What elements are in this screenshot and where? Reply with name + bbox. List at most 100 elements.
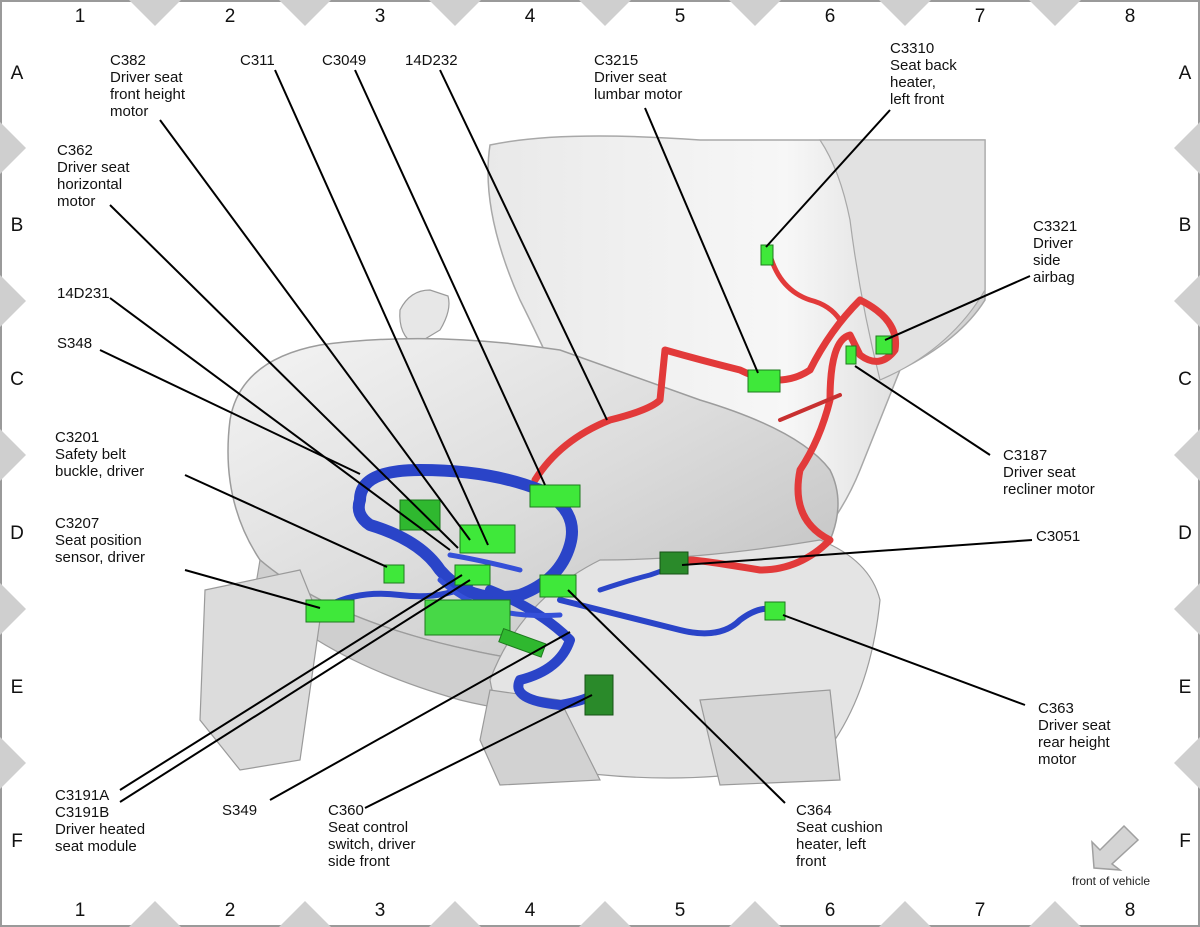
callout-line: C3321 — [1033, 218, 1077, 235]
callout-c3051: C3051 — [1036, 528, 1080, 545]
grid-column-label-bottom: 7 — [975, 900, 986, 921]
callout-line: Driver — [1033, 235, 1073, 252]
grid-column-label-bottom: 1 — [75, 900, 86, 921]
seat-rail-right — [479, 689, 601, 786]
belt-buckle-stalk — [399, 289, 450, 346]
leader-14d231 — [109, 297, 451, 551]
border-diamond-bottom — [129, 901, 181, 927]
border-diamond-bottom — [279, 901, 331, 927]
callout-line: C3049 — [322, 52, 366, 69]
connector-s349-bundle — [498, 627, 547, 658]
grid-column-label-top: 5 — [675, 6, 686, 27]
connector-c3310 — [760, 244, 774, 266]
harness-red-main — [531, 296, 900, 574]
grid-column-label-top: 7 — [975, 6, 986, 27]
callout-line: C360 — [328, 802, 364, 819]
grid-row-label-left: A — [11, 63, 24, 84]
callout-line: left front — [890, 91, 945, 108]
callout-line: motor — [1038, 751, 1076, 768]
callout-c311: C311 — [240, 52, 275, 69]
leader-lines — [99, 69, 1033, 809]
callout-line: seat module — [55, 838, 137, 855]
callout-line: front — [796, 853, 827, 870]
connector-c3215 — [747, 369, 781, 393]
callout-line: recliner motor — [1003, 481, 1095, 498]
grid-column-label-top: 8 — [1125, 6, 1136, 27]
callout-line: Driver seat — [594, 69, 667, 86]
callout-line: 14D232 — [405, 52, 458, 69]
grid-column-label-bottom: 2 — [225, 900, 236, 921]
border-diamond-top — [1029, 0, 1081, 26]
callout-line: side — [1033, 252, 1061, 269]
callout-line: C3191A — [55, 787, 109, 804]
harness-red-upper — [767, 252, 843, 323]
border-diamond-right — [1174, 122, 1200, 174]
harness-blue-loop — [352, 464, 578, 604]
border-diamond-right — [1174, 737, 1200, 789]
callout-line: C3187 — [1003, 447, 1047, 464]
border-diamond-top — [879, 0, 931, 26]
leader-c362 — [109, 204, 459, 549]
leader-14d232 — [439, 69, 608, 421]
callout-line: Driver seat — [57, 159, 130, 176]
grid-column-label-bottom: 4 — [525, 900, 536, 921]
seat-base-right — [699, 689, 841, 786]
callout-line: heater, — [890, 74, 936, 91]
connector-c3191 — [454, 564, 491, 586]
leader-c3049 — [354, 69, 546, 486]
grid-row-label-right: C — [1178, 369, 1192, 390]
callout-line: motor — [57, 193, 95, 210]
border-diamond-top — [579, 0, 631, 26]
grid-row-label-right: F — [1179, 831, 1191, 852]
leader-c3201 — [184, 474, 388, 568]
leader-c311 — [274, 69, 489, 546]
front-of-vehicle-label: front of vehicle — [1072, 874, 1150, 888]
leader-c382 — [159, 119, 471, 541]
callout-line: C3207 — [55, 515, 99, 532]
callout-s349: S349 — [222, 802, 257, 819]
harness-blue-right — [557, 597, 778, 637]
leader-c3051 — [681, 539, 1033, 566]
callout-line: motor — [110, 103, 148, 120]
callout-line: Seat back — [890, 57, 957, 74]
border-diamond-left — [0, 583, 26, 635]
callout-14d232: 14D232 — [405, 52, 458, 69]
front-of-vehicle-indicator: front of vehicle — [1072, 824, 1150, 888]
connector-c3321 — [875, 335, 893, 355]
callout-line: C3310 — [890, 40, 934, 57]
callout-line: Seat control — [328, 819, 408, 836]
border-diamond-left — [0, 275, 26, 327]
border-diamond-left — [0, 429, 26, 481]
connector-c3207-plug — [305, 599, 355, 623]
grid-column-label-bottom: 3 — [375, 900, 386, 921]
callout-line: Seat cushion — [796, 819, 883, 836]
callout-line: Seat position — [55, 532, 142, 549]
border-diamond-top — [729, 0, 781, 26]
grid-column-label-top: 4 — [525, 6, 536, 27]
callout-line: C311 — [240, 52, 275, 69]
callout-line: Driver seat — [110, 69, 183, 86]
callout-line: airbag — [1033, 269, 1075, 286]
harness-blue-down — [485, 585, 605, 710]
callout-line: side front — [328, 853, 391, 870]
leader-c360 — [364, 694, 593, 809]
grid-row-label-right: E — [1179, 677, 1192, 698]
leader-c3310 — [765, 109, 891, 248]
grid-row-label-right: A — [1179, 63, 1192, 84]
connector-c3187 — [845, 345, 857, 365]
grid-row-label-right: B — [1179, 215, 1192, 236]
border-diamond-top — [129, 0, 181, 26]
grid-row-label-left: B — [11, 215, 24, 236]
grid-row-label-left: D — [10, 523, 24, 544]
callout-line: Driver heated — [55, 821, 145, 838]
